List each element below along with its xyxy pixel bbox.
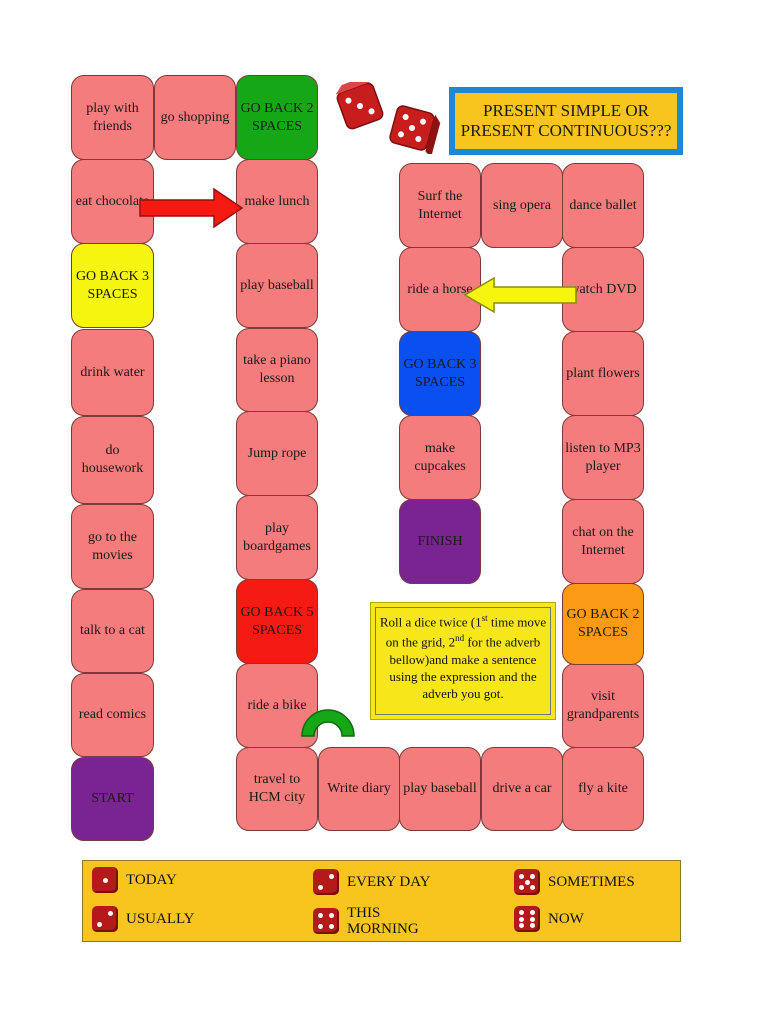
die-one-icon	[92, 867, 118, 893]
red-arrow-icon	[139, 187, 244, 229]
die-two-icon	[92, 906, 118, 932]
instructions-part-2: time move on the grid, 2	[385, 614, 547, 650]
square-watch-dvd: watch DVD	[562, 247, 644, 332]
legend-item-today: TODAY	[92, 867, 177, 893]
instructions-sup-2: nd	[455, 633, 465, 644]
square-go-back-2-orange: GO BACK 2 SPACES	[562, 583, 644, 665]
yellow-arrow-icon	[463, 276, 577, 314]
legend-item-now: NOW	[514, 906, 584, 932]
legend-item-sometimes: SOMETIMES	[514, 869, 635, 895]
dice-icon	[335, 82, 441, 154]
square-chat-on-the-internet: chat on the Internet	[562, 499, 644, 584]
square-dance-ballet: dance ballet	[562, 163, 644, 248]
square-make-cupcakes: make cupcakes	[399, 415, 481, 500]
game-title: PRESENT SIMPLE OR PRESENT CONTINUOUS???	[449, 87, 683, 155]
square-take-a-piano-lesson: take a piano lesson	[236, 328, 318, 412]
square-travel-to-hcm-city: travel to HCM city	[236, 747, 318, 831]
square-go-back-3-blue: GO BACK 3 SPACES	[399, 331, 481, 416]
square-read-comics: read comics	[71, 673, 154, 757]
square-drink-water: drink water	[71, 329, 154, 416]
die-six-icon	[514, 906, 540, 932]
square-listen-to-mp3: listen to MP3 player	[562, 415, 644, 500]
square-go-to-the-movies: go to the movies	[71, 504, 154, 589]
legend-item-this-morning: THIS MORNING	[313, 905, 427, 937]
square-play-with-friends: play with friends	[71, 75, 154, 160]
green-arch-icon	[301, 709, 355, 737]
die-two-icon	[313, 869, 339, 895]
square-visit-grandparents: visit grandparents	[562, 663, 644, 748]
legend-label-today: TODAY	[126, 872, 177, 888]
game-title-text: PRESENT SIMPLE OR PRESENT CONTINUOUS???	[455, 93, 677, 149]
square-play-boardgames: play boardgames	[236, 495, 318, 580]
die-five-icon	[514, 869, 540, 895]
legend-label-this-morning: THIS MORNING	[347, 905, 419, 937]
legend-label-sometimes: SOMETIMES	[548, 874, 635, 890]
square-finish: FINISH	[399, 499, 481, 584]
square-sing-opera: sing opera	[481, 163, 563, 248]
square-go-back-2-green: GO BACK 2 SPACES	[236, 75, 318, 160]
die-four-icon	[313, 908, 339, 934]
square-go-shopping: go shopping	[154, 75, 236, 160]
legend-label-now: NOW	[548, 911, 584, 927]
square-start: START	[71, 757, 154, 841]
instructions-sup-1: st	[481, 613, 488, 623]
instructions-box: Roll a dice twice (1st time move on the …	[370, 602, 556, 720]
square-make-lunch: make lunch	[236, 159, 318, 244]
adverb-legend: TODAY EVERY DAY SOMETIMES USUALLY THIS M…	[82, 860, 681, 942]
legend-label-every-day: EVERY DAY	[347, 874, 431, 890]
square-play-baseball-2: play baseball	[399, 747, 481, 831]
instructions-part-1: Roll a dice twice (1	[379, 614, 482, 630]
square-do-housework: do housework	[71, 416, 154, 504]
legend-item-usually: USUALLY	[92, 906, 195, 932]
instructions-part-3: for the adverb bellow)and make a sentenc…	[389, 634, 541, 701]
square-go-back-5: GO BACK 5 SPACES	[236, 579, 318, 664]
legend-item-every-day: EVERY DAY	[313, 869, 430, 895]
square-write-diary: Write diary	[318, 747, 400, 831]
legend-label-usually: USUALLY	[126, 911, 195, 927]
square-fly-a-kite: fly a kite	[562, 747, 644, 831]
instructions-text: Roll a dice twice (1st time move on the …	[375, 607, 551, 715]
square-play-baseball: play baseball	[236, 243, 318, 328]
square-go-back-3-yellow: GO BACK 3 SPACES	[71, 243, 154, 328]
square-jump-rope: Jump rope	[236, 411, 318, 496]
square-talk-to-a-cat: talk to a cat	[71, 589, 154, 673]
square-surf-the-internet: Surf the Internet	[399, 163, 481, 248]
square-plant-flowers: plant flowers	[562, 331, 644, 416]
square-drive-a-car: drive a car	[481, 747, 563, 831]
